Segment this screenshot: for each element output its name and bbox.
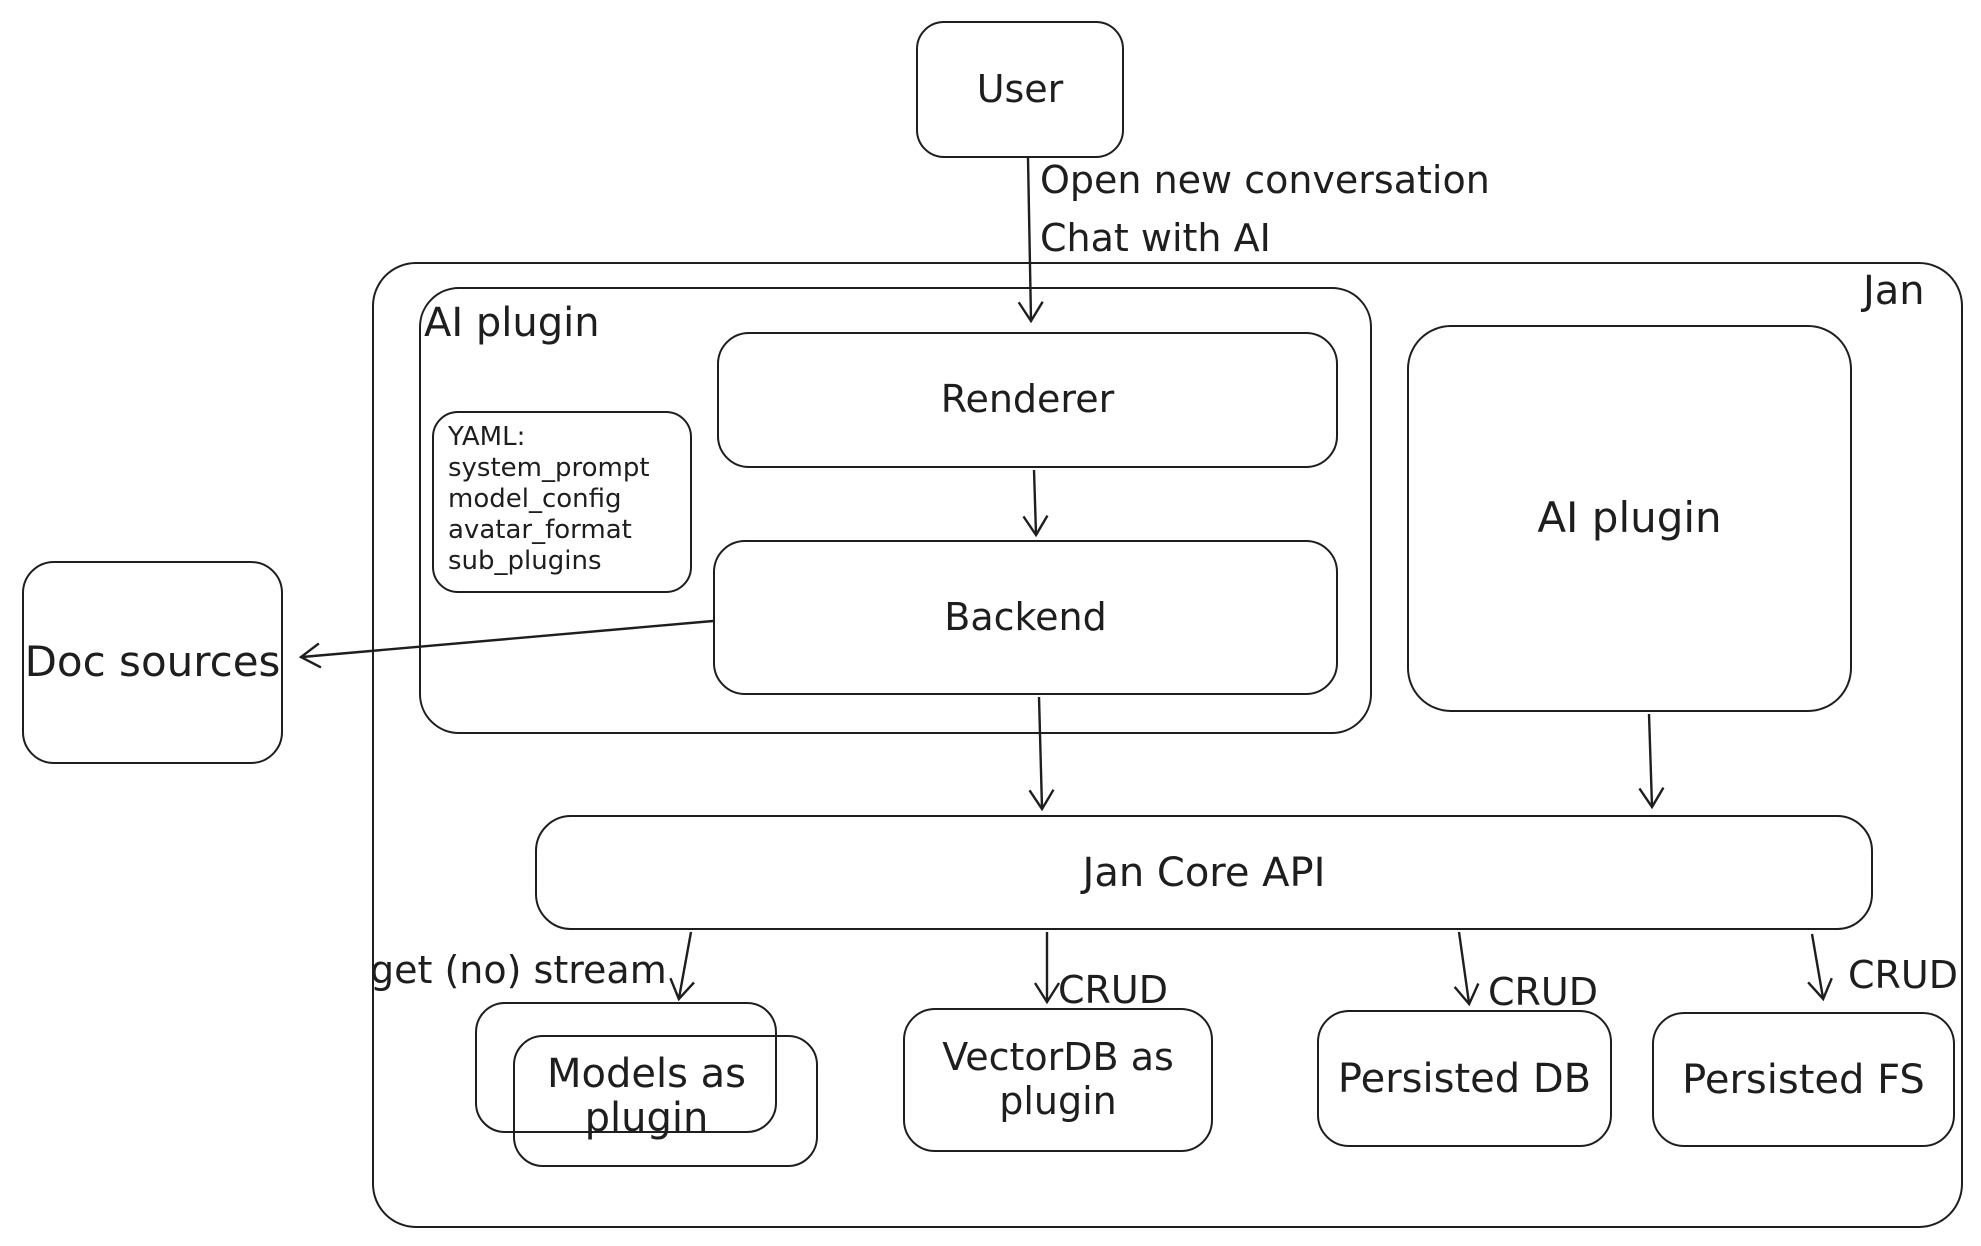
models-node-back-box <box>475 1002 777 1133</box>
yaml-note-line: avatar_format <box>448 515 632 545</box>
persisted-fs-node: Persisted FS <box>1652 1012 1955 1147</box>
yaml-note-line: YAML: <box>448 422 526 452</box>
models-node-label: Models as plugin <box>546 1051 746 1141</box>
edge-persisted-db-label: CRUD <box>1488 970 1599 1014</box>
yaml-note-line: model_config <box>448 484 622 514</box>
jan-container-box <box>372 262 1963 1228</box>
persisted-db-node: Persisted DB <box>1317 1010 1612 1147</box>
ai-plugin-node: AI plugin <box>1407 325 1852 712</box>
edge-user-label-line2: Chat with AI <box>1040 216 1271 260</box>
backend-node: Backend <box>713 540 1338 695</box>
edge-models-label: get (no) stream <box>370 948 667 992</box>
ai-plugin-container-label: AI plugin <box>424 300 600 346</box>
models-node-front-box <box>513 1035 818 1167</box>
ai-plugin-container-box <box>419 287 1372 734</box>
jan-container-label: Jan <box>1863 268 1925 314</box>
edge-vectordb-label: CRUD <box>1058 968 1169 1012</box>
edge-persisted-fs-label: CRUD <box>1848 953 1959 997</box>
yaml-note-line: sub_plugins <box>448 546 602 576</box>
jan-core-api-node: Jan Core API <box>535 815 1873 930</box>
doc-sources-node: Doc sources <box>22 561 283 764</box>
yaml-note-text: YAML: system_prompt model_config avatar_… <box>448 422 650 577</box>
edge-user-label-line1: Open new conversation <box>1040 158 1490 202</box>
vectordb-node: VectorDB as plugin <box>903 1008 1213 1152</box>
yaml-note-line: system_prompt <box>448 453 650 483</box>
user-node: User <box>916 21 1124 158</box>
renderer-node: Renderer <box>717 332 1338 468</box>
yaml-note-box <box>432 411 692 593</box>
